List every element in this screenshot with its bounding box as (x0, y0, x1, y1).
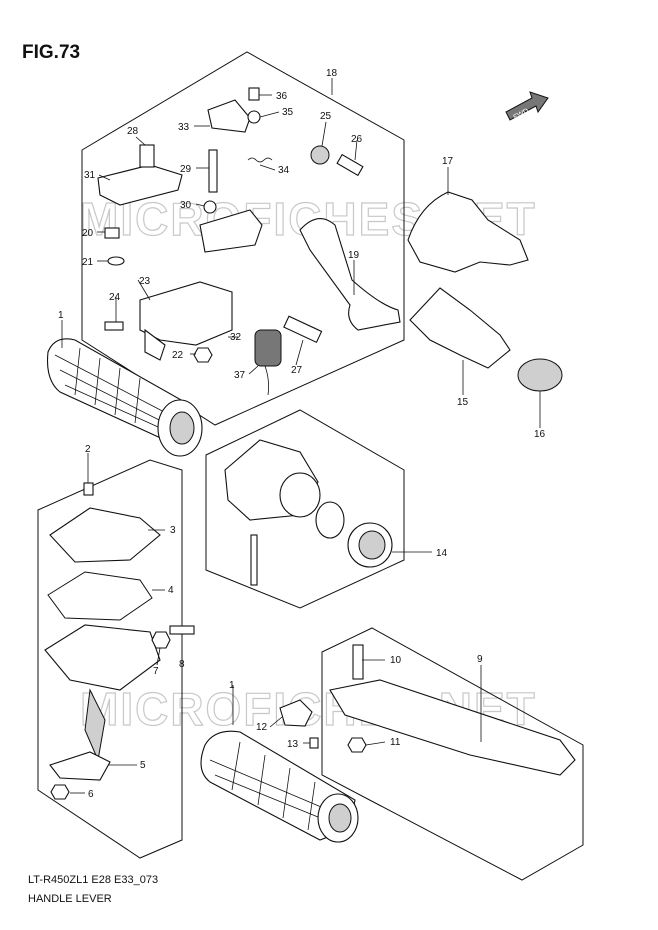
washer-35 (247, 110, 261, 124)
handlebar-grip-top (46, 338, 203, 457)
cover-3 (49, 507, 161, 563)
leader-lines (61, 78, 541, 794)
callout-23: 23 (139, 276, 151, 287)
screw-24 (104, 321, 124, 331)
callout-11: 11 (390, 737, 401, 748)
plate-5 (49, 751, 111, 781)
callout-32: 32 (230, 332, 242, 343)
callout-15: 15 (457, 397, 469, 408)
nut-6 (50, 784, 70, 800)
callout-1a: 1 (58, 310, 64, 321)
lever-holder-23 (139, 281, 233, 346)
group-box-left-lever (37, 459, 183, 859)
brake-lever-19 (299, 218, 401, 331)
callout-22: 22 (172, 350, 184, 361)
adjuster-25 (310, 145, 330, 165)
callout-25: 25 (320, 111, 332, 122)
callout-27: 27 (291, 365, 303, 376)
cap-16 (517, 358, 563, 392)
bolt-10 (352, 644, 364, 680)
callout-30: 30 (180, 200, 192, 211)
callout-1b: 1 (229, 680, 235, 691)
callout-20: 20 (82, 228, 94, 239)
callout-10: 10 (390, 655, 402, 666)
callout-34: 34 (278, 165, 290, 176)
screw-2 (83, 482, 94, 496)
group-box-18 (81, 51, 405, 426)
callout-36: 36 (276, 91, 288, 102)
callout-28: 28 (127, 126, 139, 137)
holder-upper (199, 209, 263, 253)
model-code: LT-R450ZL1 E28 E33_073 (28, 874, 159, 886)
callout-9: 9 (477, 654, 483, 665)
bolt-29 (208, 149, 218, 193)
callout-26: 26 (351, 134, 363, 145)
callout-18: 18 (326, 68, 338, 79)
washer-21 (107, 256, 125, 266)
lever-9 (329, 679, 576, 776)
callout-labels: 1 1 2 3 4 5 6 7 8 9 10 11 12 13 14 15 16… (58, 68, 546, 800)
callout-31: 31 (84, 170, 96, 181)
switch-28 (139, 144, 155, 168)
bolt-8 (169, 625, 195, 635)
figure-label: FIG.73 (22, 42, 81, 63)
fwd-arrow-icon: FWD (505, 91, 549, 121)
nut-11 (347, 737, 367, 753)
callout-17: 17 (442, 156, 454, 167)
gasket-4 (47, 571, 153, 621)
callout-2: 2 (85, 444, 91, 455)
bolt-20 (104, 227, 120, 239)
callout-4: 4 (168, 585, 174, 596)
switch-12 (279, 699, 313, 727)
callout-35: 35 (282, 107, 294, 118)
bracket-33 (207, 99, 251, 133)
callout-37: 37 (234, 370, 246, 381)
callout-8: 8 (179, 659, 185, 670)
screw-36 (248, 87, 260, 101)
lever-15 (409, 287, 511, 369)
callout-14: 14 (436, 548, 448, 559)
group-box-14 (205, 409, 405, 609)
callout-6: 6 (88, 789, 94, 800)
callout-24: 24 (109, 292, 121, 303)
spring-34 (247, 157, 273, 163)
callout-19: 19 (348, 250, 360, 261)
group-box-9 (321, 627, 584, 881)
handlebar-grip-bottom (200, 730, 359, 843)
callout-7: 7 (153, 666, 159, 677)
callout-21: 21 (82, 257, 94, 268)
switch-37 (254, 329, 282, 367)
callout-12: 12 (256, 722, 268, 733)
section-name: HANDLE LEVER (28, 893, 112, 905)
washer-30 (203, 200, 217, 214)
lever-housing-left (44, 624, 161, 691)
callout-5: 5 (140, 760, 146, 771)
callout-3: 3 (170, 525, 176, 536)
screw-13 (309, 737, 319, 749)
nut-7 (151, 631, 171, 649)
nut-22 (193, 347, 213, 363)
callout-29: 29 (180, 164, 192, 175)
bolt-27 (283, 315, 323, 344)
callout-13: 13 (287, 739, 299, 750)
callout-16: 16 (534, 429, 546, 440)
screw-26 (336, 153, 364, 177)
callout-33: 33 (178, 122, 190, 133)
